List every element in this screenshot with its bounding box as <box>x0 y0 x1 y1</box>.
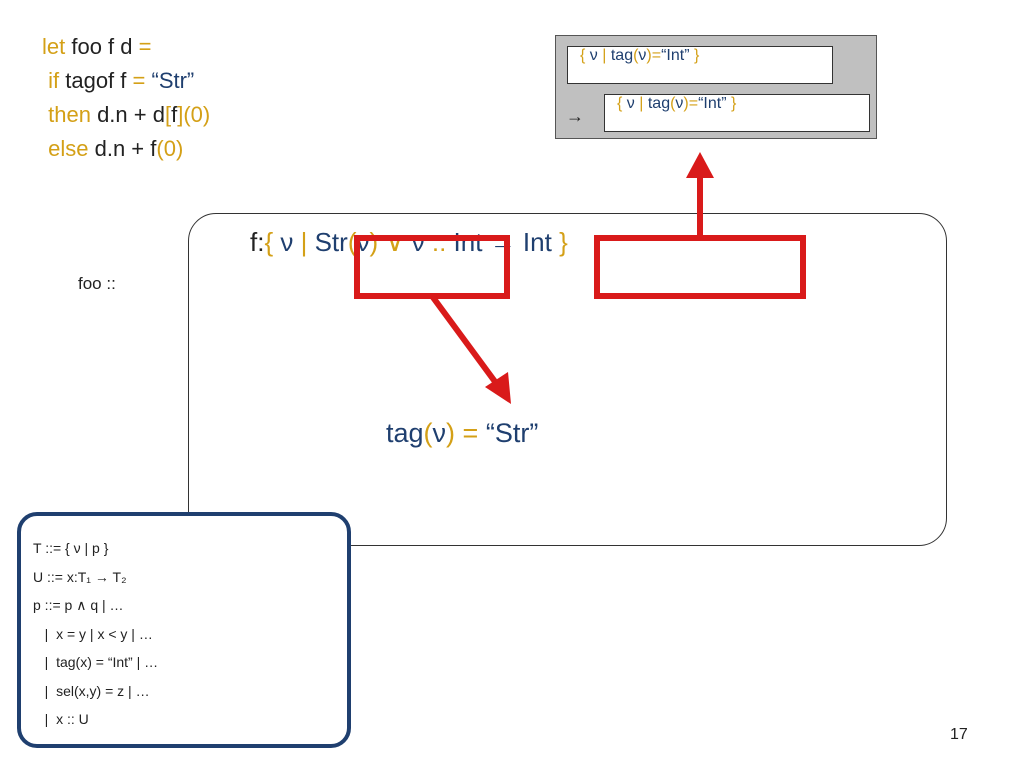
brace: } <box>726 95 737 112</box>
brace: { <box>580 47 590 64</box>
arrow-down-head <box>485 372 511 404</box>
grammar-rules: T ::= { ν | p } U ::= x:T₁ → T₂ p ::= p … <box>33 534 158 734</box>
has-type-symbol: :: <box>424 227 454 257</box>
code-eq: = <box>138 34 152 59</box>
f-label: f: <box>250 227 265 257</box>
nu-symbol: ν <box>626 95 635 112</box>
code-number: 0 <box>190 102 203 127</box>
code-bracket: ] <box>177 102 184 127</box>
arrow-up-head <box>686 152 714 178</box>
page-number: 17 <box>950 726 968 743</box>
result-output-type: { ν | tag(ν)=“Int” } <box>604 94 870 132</box>
result-input-type: { ν | tag(ν)=“Int” } <box>567 46 833 84</box>
code-line-4: else d.n + f(0) <box>42 132 210 166</box>
highlight-return-box <box>594 235 806 299</box>
paren: ( <box>347 227 357 257</box>
code-paren: ( <box>183 102 191 127</box>
brace: { <box>617 95 627 112</box>
code-block: let foo f d = if tagof f = “Str” then d.… <box>42 30 210 166</box>
arrow-symbol: → <box>566 106 584 126</box>
brace: { <box>264 227 281 257</box>
brace: } <box>689 47 700 64</box>
grammar-line: T ::= { ν | p } <box>33 540 109 556</box>
code-line-1: let foo f d = <box>42 30 210 64</box>
code-text: d.n + d <box>90 102 165 127</box>
brace: } <box>551 227 568 257</box>
grammar-line: | tag(x) = “Int” | … <box>33 654 159 670</box>
code-bracket: [ <box>164 102 172 127</box>
type-context-box <box>188 213 947 546</box>
or-symbol: ∨ <box>378 227 412 257</box>
bar: | <box>597 47 611 64</box>
keyword-let: let <box>42 34 66 59</box>
keyword-if: if <box>48 68 60 93</box>
bar: | <box>634 95 648 112</box>
string-str: “Str” <box>485 418 539 448</box>
nu-symbol: ν <box>638 47 647 64</box>
int-type: Int <box>453 227 483 257</box>
paren: ) <box>683 95 689 112</box>
tag-fn: tag <box>647 95 671 112</box>
eq: = <box>455 418 486 448</box>
code-line-3: then d.n + d[f](0) <box>42 98 210 132</box>
paren: ( <box>670 95 676 112</box>
eq: = <box>688 95 699 112</box>
tag-fn: tag <box>386 418 424 448</box>
code-eq: = <box>132 68 146 93</box>
code-text: tagof f <box>59 68 133 93</box>
grammar-line: | x :: U <box>33 711 89 727</box>
grammar-line: | x = y | x < y | … <box>33 625 153 642</box>
code-paren: ) <box>175 136 184 161</box>
str-predicate: Str <box>314 227 348 257</box>
paren: ) <box>369 227 379 257</box>
bar: | <box>293 227 315 257</box>
tag-fn: tag <box>610 47 634 64</box>
nu-symbol: ν <box>432 418 447 448</box>
nu-symbol: ν <box>675 95 684 112</box>
paren: ) <box>446 418 456 448</box>
string-int: “Int” <box>698 95 727 112</box>
nu-symbol: ν <box>589 47 598 64</box>
eq: = <box>651 47 662 64</box>
f-type-signature: f:{ ν | Str(ν) ∨ ν :: Int → Int } <box>250 227 568 258</box>
paren: ( <box>423 418 433 448</box>
string-int: “Int” <box>661 47 690 64</box>
grammar-line: | sel(x,y) = z | … <box>33 682 150 699</box>
code-text: d.n + f <box>88 136 157 161</box>
highlight-str-box <box>354 235 510 299</box>
arrow-down-line <box>429 294 499 385</box>
keyword-then: then <box>48 102 91 127</box>
paren: ) <box>646 47 652 64</box>
code-string: “Str” <box>145 68 195 93</box>
nu-symbol: ν <box>280 227 294 257</box>
grammar-box <box>17 512 351 748</box>
keyword-else: else <box>48 136 89 161</box>
arrow-symbol: → <box>482 227 523 257</box>
code-number: 0 <box>163 136 176 161</box>
tag-str-predicate: tag(ν) = “Str” <box>386 418 538 449</box>
nu-symbol: ν <box>411 227 425 257</box>
code-paren: ( <box>156 136 164 161</box>
code-paren: ) <box>202 102 211 127</box>
grammar-line: U ::= x:T₁ → T₂ <box>33 568 127 585</box>
paren: ( <box>633 47 639 64</box>
int-type: Int <box>522 227 552 257</box>
foo-type-label: foo :: <box>78 274 116 293</box>
code-text: foo f d <box>65 34 139 59</box>
code-line-2: if tagof f = “Str” <box>42 64 210 98</box>
code-text: f <box>171 102 178 127</box>
grammar-line: p ::= p ∧ q | … <box>33 597 124 613</box>
